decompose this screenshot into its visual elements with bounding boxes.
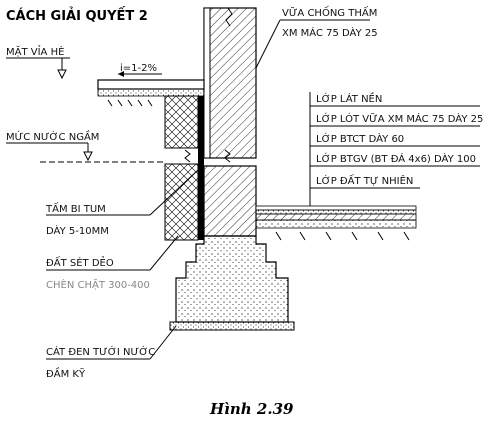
mortar-bed-label: LỚP LÓT VỮA XM MÁC 75 DÀY 25	[316, 112, 483, 125]
clay-fill-lower	[164, 163, 199, 241]
sidewalk-slab	[97, 79, 205, 90]
mortar-layer	[255, 209, 417, 215]
sand-bed	[169, 321, 295, 331]
break-line-top	[225, 7, 233, 27]
groundwater-label: MỨC NƯỚC NGẦM	[6, 129, 99, 143]
sidewalk-base	[97, 88, 205, 97]
rc-slab-label: LỚP BTCT DÀY 60	[316, 132, 404, 145]
water-level-icon	[83, 151, 93, 162]
sand-leader	[149, 325, 177, 360]
sand-spec: ĐẦM KỸ	[46, 366, 86, 380]
break-line-mid	[184, 149, 231, 163]
mortar-leader	[255, 19, 281, 69]
slope-arrow-head	[118, 71, 124, 77]
bitumen-leader	[149, 169, 199, 216]
natural-soil-hatch	[275, 231, 410, 241]
figure-caption: Hình 2.39	[209, 400, 294, 418]
clay-spec: CHÈN CHẶT 300-400	[46, 278, 150, 291]
floor-tile-layer	[255, 205, 417, 211]
bitumen-thickness: DÀY 5-10MM	[46, 224, 109, 237]
floor-layer-callouts: LỚP LÁT NỀN LỚP LÓT VỮA XM MÁC 75 DÀY 25…	[309, 91, 483, 206]
slope-label: i=1-2%	[120, 63, 157, 74]
rc-slab-layer	[255, 213, 417, 221]
gravel-concrete-layer	[255, 219, 417, 229]
sidewalk-surface-label: MẶT VỈA HÈ	[6, 44, 64, 58]
stepped-footing	[175, 235, 289, 323]
level-marker-icon	[57, 69, 67, 80]
diagram-title: CÁCH GIẢI QUYẾT 2	[6, 7, 148, 24]
waterproof-render-upper	[203, 7, 211, 159]
gravel-concrete-label: LỚP BTGV (BT ĐÁ 4x6) DÀY 100	[316, 152, 476, 165]
lower-wall	[203, 165, 257, 237]
waterproof-mortar-spec: XM MÁC 75 DÀY 25	[282, 26, 378, 39]
bitumen-sheet-label: TẤM BI TUM	[45, 201, 106, 215]
clay-label: ĐẤT SÉT DẺO	[46, 255, 114, 269]
soil-hatch-left	[107, 99, 153, 107]
clay-fill-upper	[164, 95, 199, 149]
waterproof-mortar-label: VỮA CHỐNG THẤM	[282, 5, 377, 19]
bitumen-sheet	[198, 96, 204, 240]
floor-finish-label: LỚP LÁT NỀN	[316, 91, 382, 105]
sand-label: CÁT ĐEN TƯỚI NƯỚC	[46, 345, 155, 358]
clay-leader	[149, 235, 179, 271]
upper-wall	[203, 7, 257, 159]
natural-soil-label: LỚP ĐẤT TỰ NHIÊN	[316, 173, 413, 187]
